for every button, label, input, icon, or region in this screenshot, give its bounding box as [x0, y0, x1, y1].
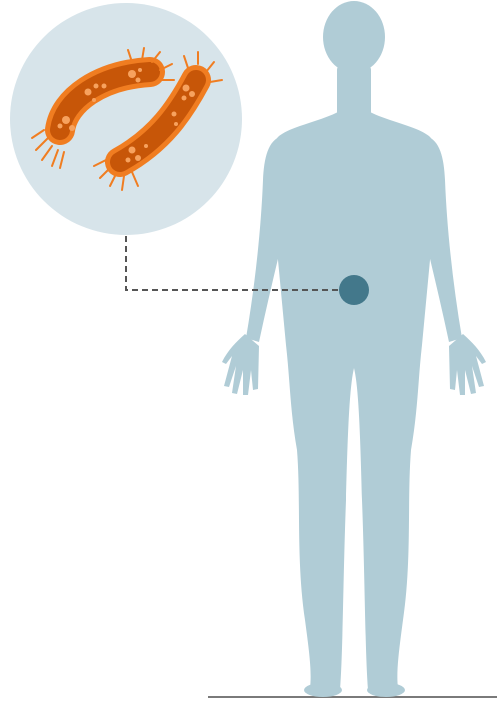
bacteria-spot-5 [102, 84, 107, 89]
torso-and-legs [270, 112, 438, 690]
bacteria-spot-18 [144, 144, 148, 148]
bacteria-spot-9 [138, 68, 142, 72]
right-hand [449, 334, 486, 395]
neck [337, 64, 371, 120]
left-foot [304, 683, 342, 697]
human-body-icon [222, 1, 486, 697]
location-dot-icon [339, 275, 369, 305]
bacteria-spot-13 [172, 112, 177, 117]
magnifier-circle-icon [10, 3, 242, 235]
bacteria-spot-10 [183, 85, 190, 92]
head [323, 1, 385, 73]
left-hand [222, 334, 259, 395]
bacteria-spot-17 [126, 158, 131, 163]
bacteria-spot-0 [62, 116, 70, 124]
bacteria-spot-2 [58, 124, 63, 129]
right-foot [367, 683, 405, 697]
bacteria-spot-7 [128, 70, 136, 78]
bacteria-spot-12 [182, 96, 187, 101]
bacteria-spot-15 [129, 147, 136, 154]
bacteria-spot-8 [136, 78, 141, 83]
bacteria-spot-16 [135, 155, 141, 161]
bacteria-spot-6 [92, 98, 96, 102]
bacteria-spot-4 [94, 84, 99, 89]
bacteria-spot-14 [174, 122, 178, 126]
bacteria-spot-11 [189, 91, 195, 97]
bacteria-spot-3 [85, 89, 92, 96]
bacteria-spot-1 [69, 125, 75, 131]
